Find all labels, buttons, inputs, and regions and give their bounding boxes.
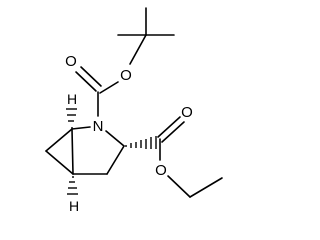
ring-c1-n-bond xyxy=(71,126,91,130)
ring-c5-c1-bond xyxy=(71,128,74,175)
bridgehead-hydrogen-bottom-label: H xyxy=(69,198,79,214)
molecule-structure: N O O O O H H xyxy=(45,7,223,214)
carbamate-carbonyl-bond-b xyxy=(80,66,102,87)
tbu-bond-to-o xyxy=(129,34,147,65)
ring-c3-c4-bond xyxy=(106,145,125,175)
hashed-bond-c5-h xyxy=(67,176,78,195)
hashed-bond-c1-h xyxy=(66,108,77,129)
hashed-bond-c3-ester xyxy=(125,136,157,149)
bond-lines xyxy=(45,7,223,198)
carbamate-ether-oxygen-label: O xyxy=(120,67,132,84)
ester-o-ch2-bond xyxy=(167,175,191,198)
cyclopropane-bond-top xyxy=(45,128,73,152)
ester-ch2-ch3-bond xyxy=(189,177,223,198)
ring-n-c3-bond xyxy=(105,130,125,147)
carbamate-carbonyl-bond-a xyxy=(75,71,97,92)
ester-carbonyl-bond-b xyxy=(161,121,185,143)
ester-ether-oxygen-label: O xyxy=(155,162,167,179)
ring-nitrogen-label: N xyxy=(93,118,104,135)
cyclopropane-bond-bottom xyxy=(45,150,74,175)
ester-carbonyl-oxygen-label: O xyxy=(181,104,193,121)
carbamate-ether-bond xyxy=(99,81,119,94)
carbamate-carbonyl-oxygen-label: O xyxy=(65,53,77,70)
bridgehead-hydrogen-top-label: H xyxy=(67,91,77,107)
ester-carbonyl-bond-a xyxy=(157,116,181,138)
